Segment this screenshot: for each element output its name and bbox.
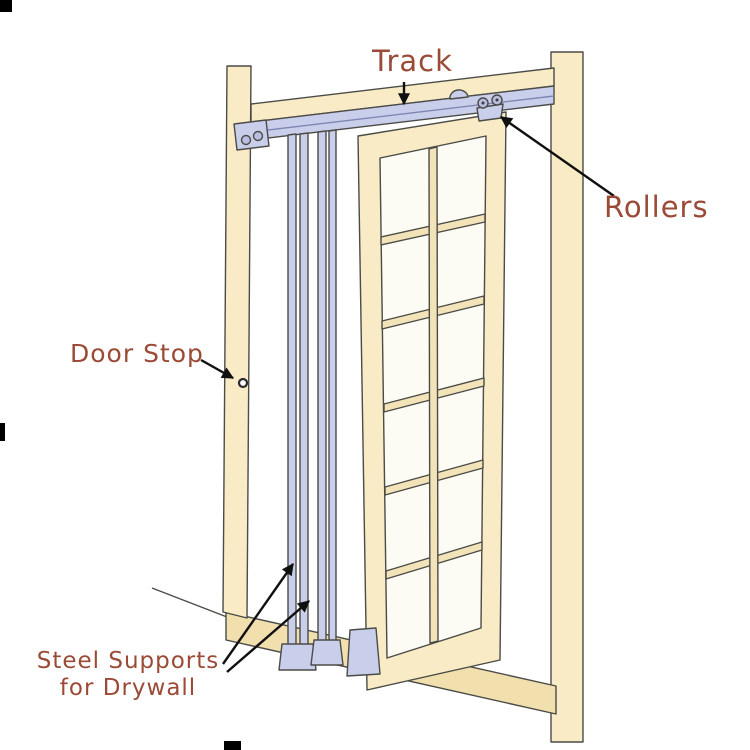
floor-line — [151, 587, 228, 618]
french-door — [357, 111, 507, 691]
door-stop-arrow — [200, 358, 235, 380]
steel-support-foot — [278, 643, 317, 671]
scan-artifact-left-edge — [0, 423, 5, 441]
track-joint-bracket — [449, 89, 469, 100]
steel-supports — [278, 129, 344, 671]
left-roller-wheel-1 — [240, 134, 252, 146]
rollers-arrow — [500, 116, 615, 197]
left-stud — [222, 65, 252, 619]
steel-supports-arrow-1 — [222, 563, 294, 665]
scan-artifact-bottom-edge — [224, 741, 241, 750]
steel-supports-arrow-2 — [226, 600, 310, 673]
steel-support-foot-front — [346, 627, 381, 677]
door-hanger-assembly — [476, 94, 504, 122]
label-track: Track — [372, 44, 453, 78]
right-stud — [550, 51, 584, 743]
label-rollers: Rollers — [604, 190, 709, 224]
label-steel-supports-line2: for Drywall — [59, 675, 197, 702]
label-steel-supports-line1: Steel Supports — [36, 648, 220, 674]
label-door-stop: Door Stop — [70, 339, 204, 368]
steel-support-bar — [299, 132, 309, 647]
door-stop-bumper — [237, 377, 249, 389]
roller-axle-2 — [495, 98, 499, 102]
annotation-arrows — [200, 82, 615, 673]
door-muntin-vertical — [428, 146, 439, 644]
steel-support-foot — [310, 639, 344, 666]
left-hanger-bracket — [233, 119, 270, 151]
left-roller-wheel-2 — [252, 130, 264, 142]
steel-support-bar — [328, 129, 337, 643]
steel-support-bar — [317, 130, 327, 643]
track-slot-line — [250, 95, 555, 133]
roller-axle-1 — [481, 101, 485, 105]
scan-artifact-corner — [0, 0, 12, 12]
track-assembly — [233, 85, 555, 151]
label-steel-supports: Steel Supports for Drywall — [28, 648, 228, 702]
